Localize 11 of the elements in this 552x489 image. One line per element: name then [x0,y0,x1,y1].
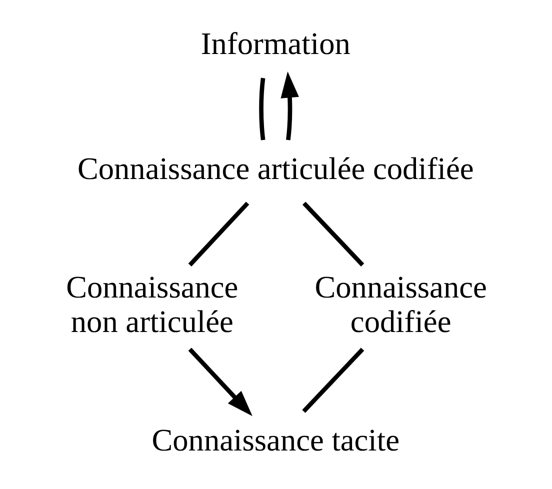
arrow [188,348,252,416]
node-text: Connaissance tacite [151,422,399,458]
connector [302,202,364,266]
node-text: Connaissance codifiée [314,269,486,340]
node-text: Connaissance articulée codifiée [77,151,474,186]
arrow [280,72,298,140]
connector [258,78,265,140]
node-text: Connaissance non articulée [66,269,238,340]
connector [188,202,249,266]
connector [302,348,364,413]
node-text: Information [200,26,350,61]
